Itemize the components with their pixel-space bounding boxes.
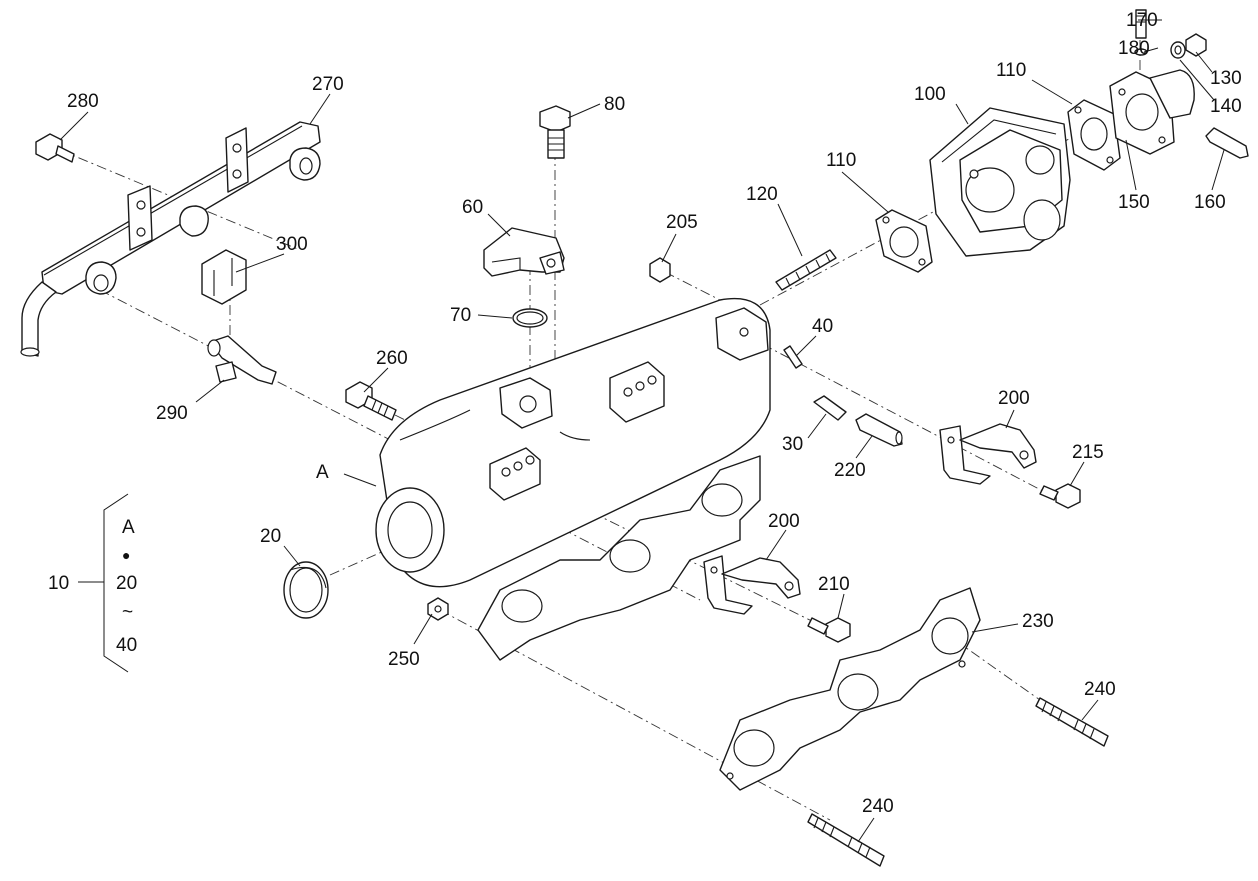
stud-120: [775, 249, 837, 291]
label-110-left: 110: [826, 150, 856, 171]
label-200-lower: 200: [768, 511, 800, 532]
sensor-60: [483, 227, 565, 277]
label-230: 230: [1022, 611, 1054, 632]
label-130: 130: [1210, 68, 1242, 89]
label-120: 120: [746, 184, 778, 205]
label-240-lower: 240: [862, 796, 894, 817]
leader-lines: [59, 19, 1225, 843]
label-250: 250: [388, 649, 420, 670]
label-30: 30: [782, 434, 803, 455]
nut-250: [427, 597, 449, 621]
hose-220: [855, 413, 903, 447]
bracket-200-upper: [939, 423, 1037, 485]
bracket-200-lower: [703, 555, 801, 615]
label-210: 210: [818, 574, 850, 595]
o-ring-70: [512, 308, 548, 328]
bolt-80: [539, 105, 571, 159]
nipple-170: [1135, 9, 1147, 39]
label-A: A: [316, 462, 329, 483]
seal-ring-20: [283, 561, 329, 619]
outlet-housing-150: [1109, 69, 1195, 155]
bolt-280: [35, 133, 75, 163]
label-240-upper: 240: [1084, 679, 1116, 700]
bolt-210: [807, 617, 851, 643]
pin-40: [783, 345, 803, 369]
stud-240-upper: [1035, 697, 1109, 747]
stud-240-lower: [807, 813, 885, 867]
label-160: 160: [1194, 192, 1226, 213]
bolt-215: [1039, 483, 1081, 509]
label-180: 180: [1118, 38, 1150, 59]
gasket-110-left: [875, 209, 933, 273]
washer-140: [1170, 41, 1186, 59]
label-300: 300: [276, 234, 308, 255]
label-10: 10: [48, 573, 69, 594]
label-110-right: 110: [996, 60, 1026, 81]
label-70: 70: [450, 305, 471, 326]
label-290: 290: [156, 403, 188, 424]
label-170: 170: [1126, 10, 1158, 31]
injector-290: [207, 335, 277, 385]
gasket-230: [719, 587, 981, 791]
nut-130: [1185, 33, 1207, 57]
legend: 10 A ● 20 ~ 40: [48, 493, 137, 673]
label-215: 215: [1072, 442, 1104, 463]
label-150: 150: [1118, 192, 1150, 213]
label-260: 260: [376, 348, 408, 369]
hose-160: [1205, 127, 1249, 159]
washer-180: [1134, 48, 1148, 56]
legend-from: 20: [116, 573, 137, 594]
label-20: 20: [260, 526, 281, 547]
label-280: 280: [67, 91, 99, 112]
part-labels: 280 270 300 290 80 60 70 205 120 110 100…: [67, 10, 1242, 817]
label-205: 205: [666, 212, 698, 233]
gasket-110-right: [1067, 99, 1121, 171]
nut-205: [649, 257, 671, 283]
intake-manifold-A: [375, 298, 771, 661]
label-40-upper: 40: [812, 316, 833, 337]
legend-range: ~: [122, 602, 133, 623]
label-60: 60: [462, 197, 483, 218]
label-220: 220: [834, 460, 866, 481]
label-270: 270: [312, 74, 344, 95]
pipe-30: [813, 395, 847, 421]
label-80: 80: [604, 94, 625, 115]
legend-to: 40: [116, 635, 137, 656]
clip-300: [201, 249, 247, 305]
label-140: 140: [1210, 96, 1242, 117]
fuel-rail: [20, 121, 321, 357]
legend-bullet: ●: [122, 547, 130, 563]
throttle-body-100: [929, 107, 1071, 257]
label-100: 100: [914, 84, 946, 105]
label-200-upper: 200: [998, 388, 1030, 409]
bolt-260: [345, 381, 397, 421]
legend-top: A: [122, 517, 135, 538]
